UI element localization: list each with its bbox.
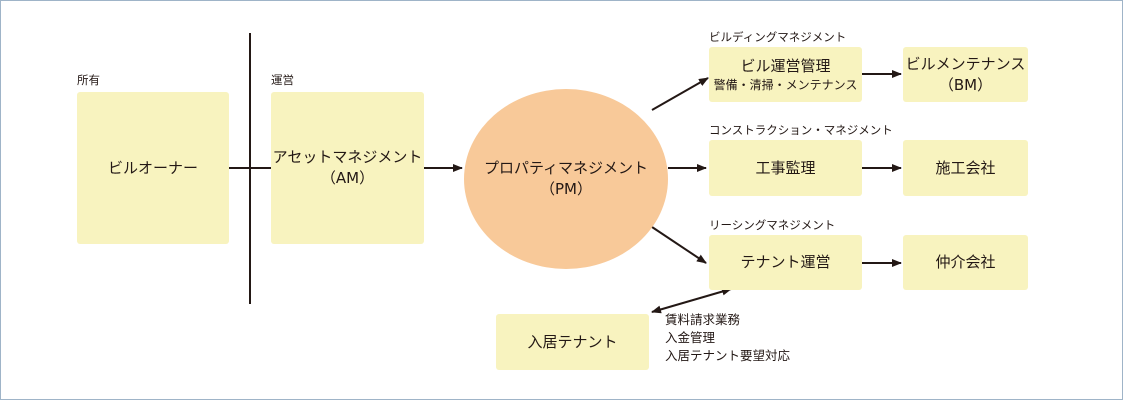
building-maintenance-box: ビルメンテナンス （BM） — [903, 47, 1028, 102]
contractor-label: 施工会社 — [935, 158, 996, 177]
construction-management-label: コンストラクション・マネジメント — [709, 123, 893, 137]
tenant-tasks-list: 賃料請求業務 入金管理 入居テナント要望対応 — [665, 311, 790, 365]
broker-box: 仲介会社 — [903, 235, 1028, 290]
tenant-task-item: 入居テナント要望対応 — [665, 348, 791, 363]
construction-supervision-box: 工事監理 — [709, 140, 862, 196]
building-maintenance-label: ビルメンテナンス — [905, 54, 1026, 73]
tenant-leasing-two-way-arrow — [651, 287, 732, 314]
tenant-box: 入居テナント — [496, 314, 649, 370]
building-operation-box: ビル運営管理 警備・清掃・メンテナンス — [709, 47, 862, 102]
asset-management-abbr: （AM） — [320, 169, 375, 187]
property-management-abbr: （PM） — [540, 180, 592, 198]
tenant-task-item: 入金管理 — [665, 330, 716, 345]
asset-management-box: アセットマネジメント （AM） — [271, 92, 424, 244]
building-management-label: ビルディングマネジメント — [709, 30, 847, 44]
asset-management-label: アセットマネジメント — [272, 148, 423, 166]
tenant-operation-box: テナント運営 — [709, 235, 862, 290]
broker-label: 仲介会社 — [935, 253, 996, 271]
building-operation-title: ビル運営管理 — [740, 57, 831, 75]
operation-section-label: 運営 — [271, 73, 294, 87]
owner-section-label: 所有 — [77, 73, 100, 87]
pm-to-leasing-mgmt-arrow — [651, 226, 707, 264]
pm-to-building-mgmt-arrow — [651, 77, 709, 111]
building-operation-detail: 警備・清掃・メンテナンス — [713, 78, 858, 92]
building-maintenance-abbr: （BM） — [938, 75, 993, 94]
contractor-box: 施工会社 — [903, 140, 1028, 196]
leasing-management-label: リーシングマネジメント — [709, 218, 836, 232]
tenant-task-item: 賃料請求業務 — [665, 312, 741, 327]
building-owner-label: ビルオーナー — [107, 158, 198, 177]
tenant-label: 入居テナント — [527, 332, 618, 351]
building-owner-box: ビルオーナー — [77, 92, 229, 244]
construction-supervision-label: 工事監理 — [755, 158, 816, 177]
property-management-label: プロパティマネジメント — [483, 159, 649, 177]
property-management-circle: プロパティマネジメント （PM） — [464, 89, 668, 269]
tenant-operation-label: テナント運営 — [740, 253, 831, 271]
